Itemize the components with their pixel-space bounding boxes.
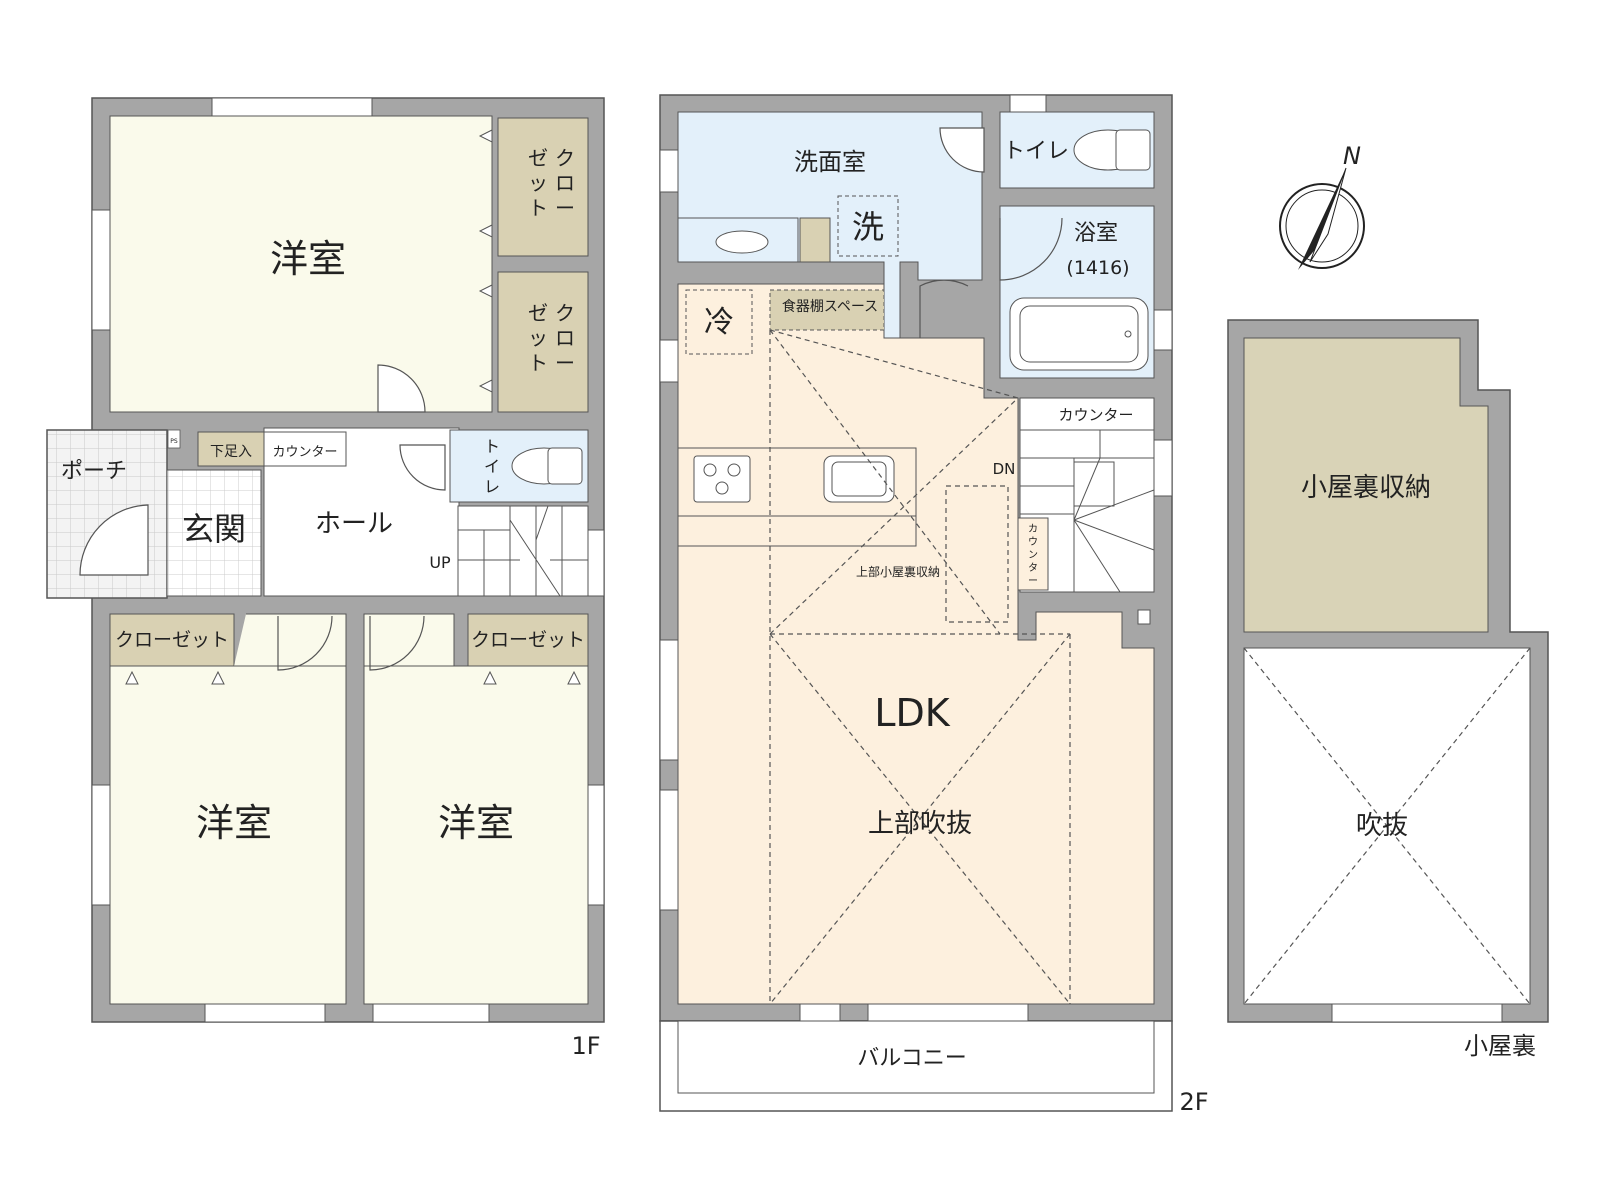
ps-label: PS [170, 438, 178, 445]
svg-text:イ: イ [484, 457, 500, 476]
svg-text:カ: カ [1028, 523, 1038, 535]
washroom-label: 洗面室 [794, 148, 866, 176]
loft-storage-area [1243, 337, 1489, 633]
compass-north-label: N [1343, 142, 1361, 170]
svg-text:ゼ: ゼ [528, 146, 548, 170]
western-room-right-label: 洋室 [438, 801, 514, 845]
svg-text:ゼ: ゼ [528, 301, 548, 325]
loft-storage-label: 小屋裏収納 [1301, 473, 1431, 503]
toilet-1f-label: ト イ レ [484, 437, 500, 496]
svg-text:ッ: ッ [528, 326, 548, 350]
floor-loft: 小屋裏収納 吹抜 小屋裏 [1227, 319, 1549, 1060]
western-room-left-label: 洋室 [196, 801, 272, 845]
floor-loft-label: 小屋裏 [1464, 1032, 1536, 1060]
entrance-label: 玄関 [182, 510, 246, 548]
cupboard-label: 食器棚スペース [782, 298, 878, 315]
porch-label: ポーチ [61, 459, 127, 484]
closet-right-area [467, 613, 589, 667]
bath-label: 浴室 [1074, 221, 1118, 246]
svg-text:レ: レ [484, 477, 500, 496]
bath-size-label: (1416) [1066, 257, 1129, 279]
western-room-left [109, 665, 347, 1005]
ldk-label: LDK [874, 691, 950, 735]
counter-2f-top [1019, 397, 1155, 431]
svg-text:ロ: ロ [555, 171, 575, 195]
floor-2f-label: 2F [1179, 1088, 1208, 1116]
counter-area [263, 431, 347, 467]
floor-2f: 洗面室 洗 トイレ 浴室 (1416) 冷 食器棚スペース カウンター DN 上… [659, 94, 1209, 1116]
closet-top-a-label: ク ロ ー ゼ ッ ト [528, 146, 575, 220]
counter-2f-side [1017, 517, 1049, 591]
closet-top-b-label: ク ロ ー ゼ ッ ト [528, 301, 575, 375]
svg-text:タ: タ [1028, 562, 1038, 574]
western-room-top-label: 洋室 [270, 237, 346, 281]
loft-open-label: 吹抜 [1356, 811, 1408, 841]
svg-text:ト: ト [484, 437, 500, 456]
toilet-2f-label: トイレ [1003, 139, 1069, 164]
shoe-storage-label: 下足入 [210, 444, 252, 460]
loft-storage-above-label: 上部小屋裏収納 [856, 564, 940, 579]
svg-text:ク: ク [555, 146, 575, 170]
svg-text:ー: ー [1028, 576, 1038, 587]
svg-text:ッ: ッ [528, 171, 548, 195]
open-ceiling-label: 上部吹抜 [868, 809, 972, 839]
compass-arrow-icon [1298, 168, 1346, 270]
counter-1f-label: カウンター [272, 445, 337, 460]
svg-text:ン: ン [1028, 550, 1038, 561]
svg-text:ト: ト [528, 351, 548, 375]
western-room-right [363, 665, 589, 1005]
shoe-storage-area [197, 431, 265, 467]
counter-2f-top-label: カウンター [1058, 406, 1133, 424]
closet-top-a [497, 117, 589, 257]
fridge-label: 冷 [704, 305, 734, 340]
svg-text:ト: ト [528, 196, 548, 220]
compass: N [1279, 142, 1365, 270]
closet-left-label: クローゼット [115, 629, 229, 651]
floor-1f-label: 1F [571, 1032, 600, 1060]
svg-text:ウ: ウ [1028, 536, 1038, 548]
closet-right-label: クローゼット [471, 629, 585, 651]
hall-label: ホール [315, 509, 393, 539]
entrance-area [166, 469, 262, 597]
closet-left-area [109, 613, 235, 667]
counter-2f-side-label: カ ウ ン タ ー [1028, 523, 1038, 587]
stairs-dn-label: DN [993, 460, 1016, 478]
svg-text:ー: ー [555, 196, 575, 220]
svg-text:ー: ー [555, 351, 575, 375]
svg-text:ロ: ロ [555, 326, 575, 350]
stairs-up-label: UP [429, 553, 451, 572]
floor-1f: PS 洋室 ポーチ 玄関 ホール 下足入 カウンター UP クローゼット クロー… [46, 97, 605, 1060]
closet-top-b [497, 271, 589, 413]
washer-label: 洗 [852, 208, 884, 246]
svg-text:ク: ク [555, 301, 575, 325]
balcony-label: バルコニー [857, 1046, 967, 1071]
stairs-1f [457, 505, 589, 597]
